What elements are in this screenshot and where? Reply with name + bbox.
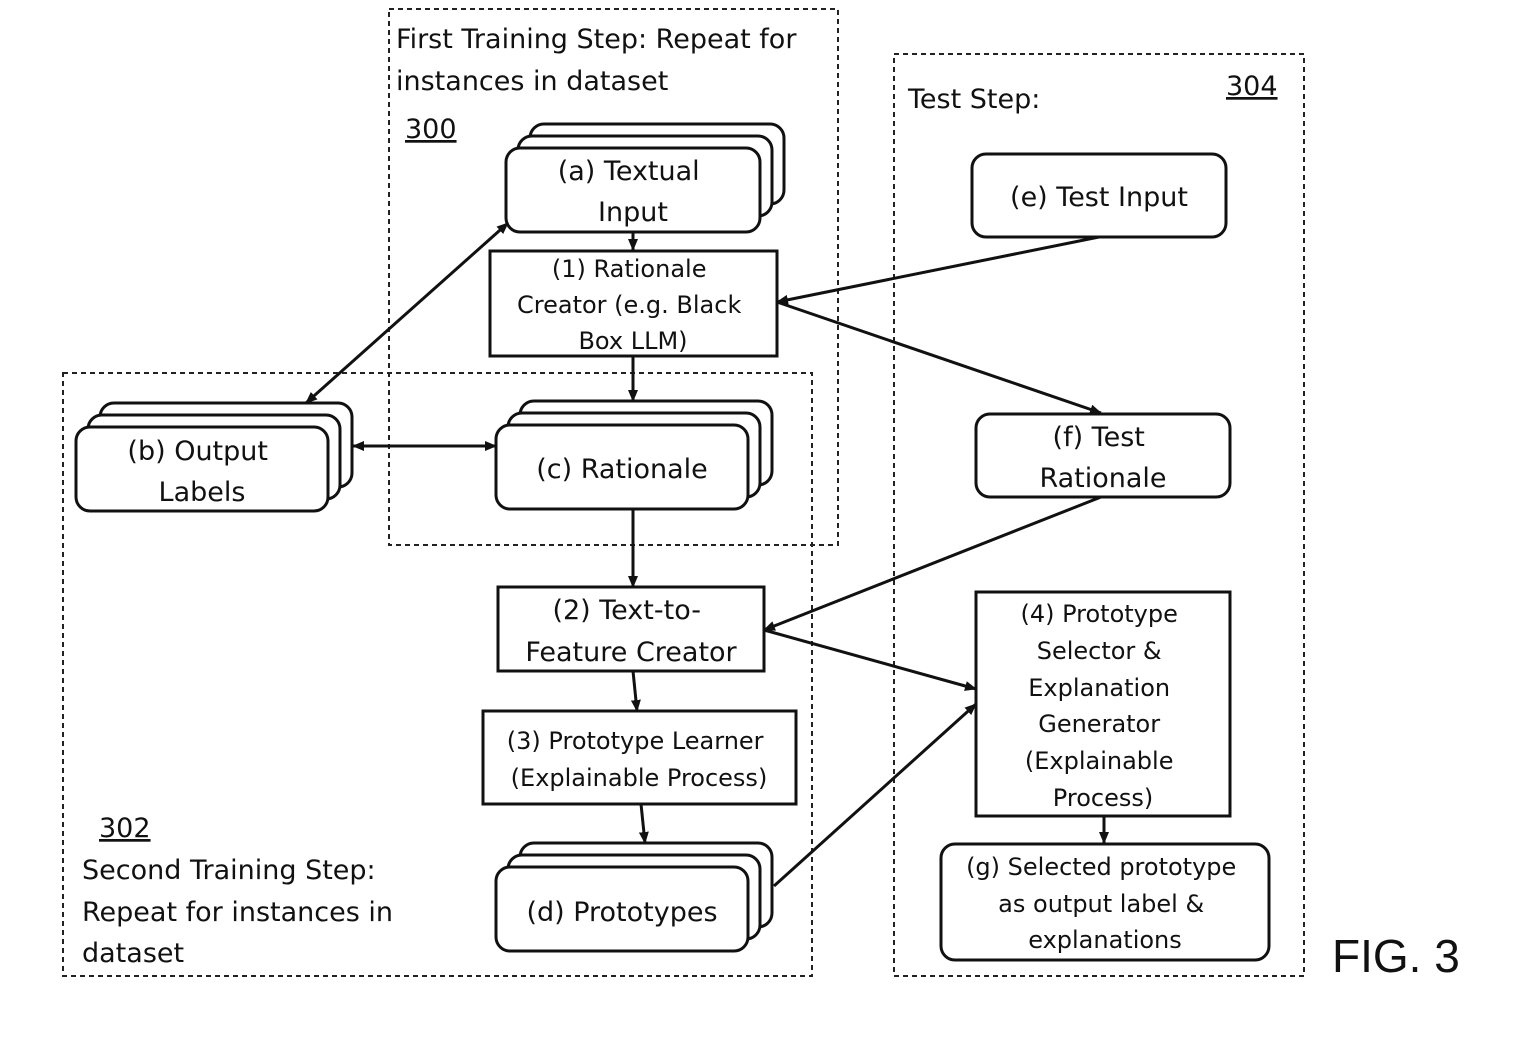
svg-text:(d) Prototypes: (d) Prototypes [526, 897, 717, 928]
selected-prototype-node: (g) Selected prototype as output label &… [941, 844, 1269, 960]
test-input-node: (e) Test Input [972, 154, 1226, 237]
arrow-prototype-learner-to-prototypes [641, 804, 645, 843]
test-step-title: Test Step: [907, 84, 1040, 115]
arrow-rationale-creator-to-test-rationale [777, 302, 1101, 413]
svg-text:(e) Test Input: (e) Test Input [1010, 182, 1188, 213]
text-to-feature-node: (2) Text-to- Feature Creator [498, 587, 764, 671]
first-training-title: First Training Step: Repeat for instance… [396, 24, 805, 97]
figure-label: FIG. 3 [1332, 930, 1460, 982]
rationale-node: (c) Rationale [496, 401, 772, 509]
arrow-output-labels-textual-input [306, 223, 508, 403]
arrow-text-to-feature-to-prototype-selector [764, 630, 976, 689]
first-training-ref: 300 [405, 114, 457, 145]
prototype-learner-node: (3) Prototype Learner (Explainable Proce… [483, 711, 796, 804]
rationale-creator-node: (1) Rationale Creator (e.g. Black Box LL… [490, 251, 777, 356]
second-training-ref: 302 [99, 813, 151, 844]
arrow-text-to-feature-to-prototype-learner [633, 671, 637, 711]
prototype-selector-node: (4) Prototype Selector & Explanation Gen… [976, 592, 1230, 816]
arrow-test-input-to-rationale-creator [777, 237, 1099, 302]
textual-input-node: (a) Textual Input [506, 124, 784, 232]
second-training-title: Second Training Step: Repeat for instanc… [82, 855, 402, 969]
test-rationale-node: (f) Test Rationale [976, 414, 1230, 497]
output-labels-node: (b) Output Labels [76, 403, 352, 511]
test-step-ref: 304 [1226, 71, 1278, 102]
prototypes-node: (d) Prototypes [496, 843, 772, 951]
svg-text:(c) Rationale: (c) Rationale [536, 454, 708, 485]
